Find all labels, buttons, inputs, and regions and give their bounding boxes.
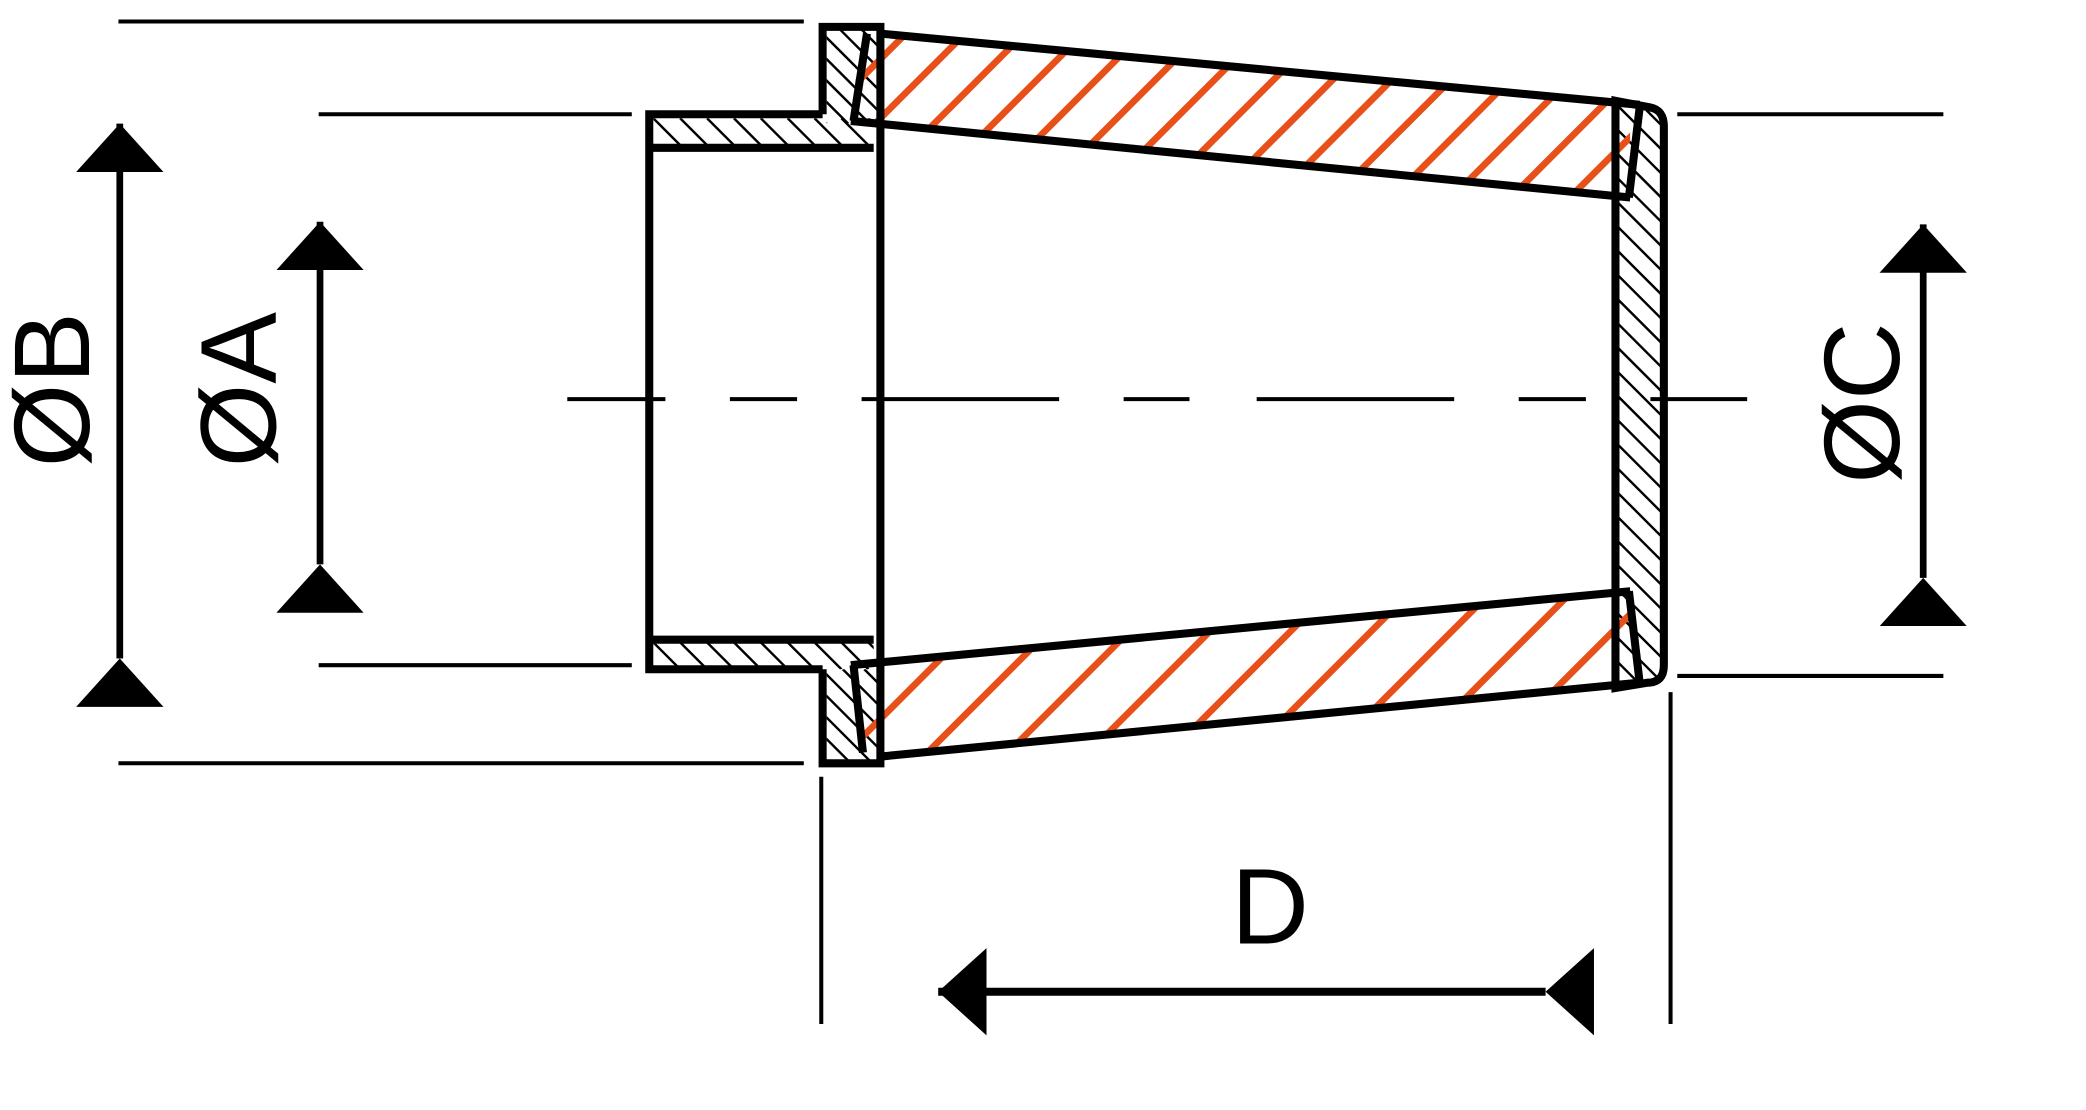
hatch-line [653, 118, 682, 146]
hatch-line [839, 29, 878, 69]
hatch-line [826, 758, 828, 761]
dim-b-label: ØB [0, 312, 112, 467]
hatch-line [1931, 105, 2086, 686]
hatch-line [826, 737, 850, 761]
dim-a-label: ØA [179, 312, 299, 468]
hatch-line [1616, 104, 1664, 686]
hatch-line [706, 642, 735, 670]
weld-hatch-line [1563, 33, 1631, 198]
weld-hatch-line [1160, 591, 1333, 757]
weld-hatch-line [1622, 33, 1631, 198]
hatch-line [733, 118, 762, 146]
weld-hatch-line [850, 591, 1011, 757]
section-hatching [653, 29, 2086, 761]
hatch-line [733, 642, 762, 670]
hatch-line [706, 118, 735, 146]
part-outline [645, 22, 1668, 768]
weld-hatch-line [1504, 33, 1631, 198]
hatch-line [867, 642, 874, 650]
hatch-line [826, 694, 878, 749]
hatch-line [2052, 105, 2086, 686]
hatch-line [1616, 104, 1664, 686]
dim-c-label: ØC [1802, 323, 1922, 484]
hatch-line [826, 121, 828, 124]
hatch-line [1980, 105, 2086, 686]
weld-hatch-line [1684, 34, 1852, 202]
hatch-line [1616, 104, 1664, 686]
hatch-line [1907, 105, 2086, 686]
extension-lines [118, 19, 1944, 1024]
hatch-line [2028, 105, 2086, 686]
hatch-line [826, 100, 850, 124]
hatch-line [759, 118, 789, 146]
weld-hatch-line [1402, 591, 1575, 757]
hatch-line [2076, 105, 2086, 686]
hatch-line [786, 642, 816, 670]
hatch-line [679, 118, 708, 146]
hatch-line [1616, 104, 1664, 686]
dim-d-label: D [1231, 846, 1309, 966]
hatch-line [786, 118, 816, 146]
weld-hatching [850, 33, 1911, 757]
hatch-line [826, 57, 878, 112]
hatch-line [653, 642, 682, 670]
hatch-line [1955, 105, 2086, 686]
hatch-line [679, 642, 708, 670]
weld-hatch-line [918, 591, 1092, 757]
hatch-line [813, 642, 843, 670]
hatch-line [2004, 105, 2086, 686]
hatch-line [813, 118, 843, 146]
hatch-line [1616, 104, 1664, 686]
hatch-line [759, 642, 789, 670]
hatch-line [826, 715, 871, 761]
weld-hatch-line [1743, 34, 1911, 202]
hatch-line [826, 672, 878, 728]
